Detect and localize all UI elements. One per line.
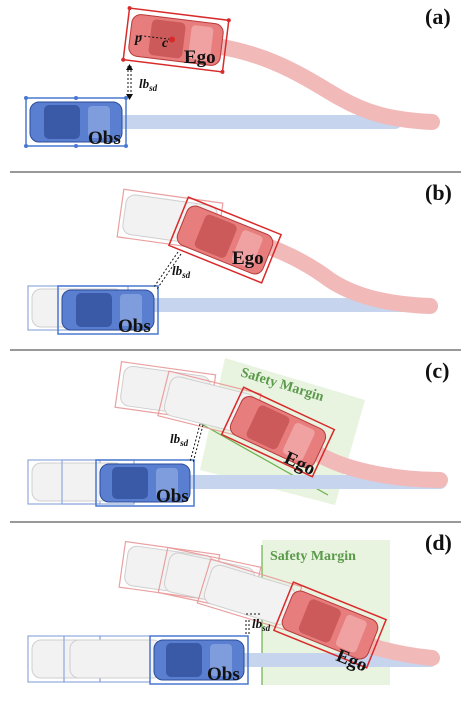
safety-margin-label: Safety Margin xyxy=(270,549,356,564)
obstacle-car xyxy=(149,635,249,685)
panel-label-b: (b) xyxy=(425,180,452,205)
obstacle-car xyxy=(57,285,159,335)
obs-label: Obs xyxy=(88,128,121,149)
obs-ghost-car xyxy=(27,635,163,683)
ego-car xyxy=(167,196,283,284)
lb-sd-arrow xyxy=(126,64,133,100)
lb-sd-label: lbsd xyxy=(170,431,189,448)
obstacle-car xyxy=(24,96,128,148)
lb-sd-arrow xyxy=(245,613,262,636)
panel-label-d: (d) xyxy=(425,530,452,555)
panel-a: Obs p c Ego lbsd (a) xyxy=(24,4,451,149)
obs-label: Obs xyxy=(207,664,240,685)
obs-label: Obs xyxy=(156,486,189,507)
lb-sd-label: lbsd xyxy=(252,616,271,633)
panel-d: Obs Ego Safety Margin lbsd (d) xyxy=(27,530,452,685)
lb-sd-label: lbsd xyxy=(172,263,191,280)
lb-sd-arrow xyxy=(153,251,182,290)
ego-trail xyxy=(167,34,440,130)
ego-car xyxy=(272,581,388,669)
lb-sd-label: lbsd xyxy=(139,76,158,93)
panel-c: Obs Ego Safety Margin lbsd (c) xyxy=(27,358,449,507)
ego-car xyxy=(220,386,336,478)
lb-sd-arrow xyxy=(189,423,204,464)
obs-label: Obs xyxy=(118,316,151,337)
ego-label: Ego xyxy=(184,47,216,68)
obstacle-car xyxy=(95,459,195,507)
ego-label: Ego xyxy=(232,248,264,269)
ego-car xyxy=(121,6,231,74)
panel-label-a: (a) xyxy=(425,4,451,29)
panel-b: Obs Ego lbsd (b) xyxy=(27,180,452,337)
panel-label-c: (c) xyxy=(425,358,449,383)
c-label: c xyxy=(162,36,169,51)
p-label: p xyxy=(134,31,142,46)
